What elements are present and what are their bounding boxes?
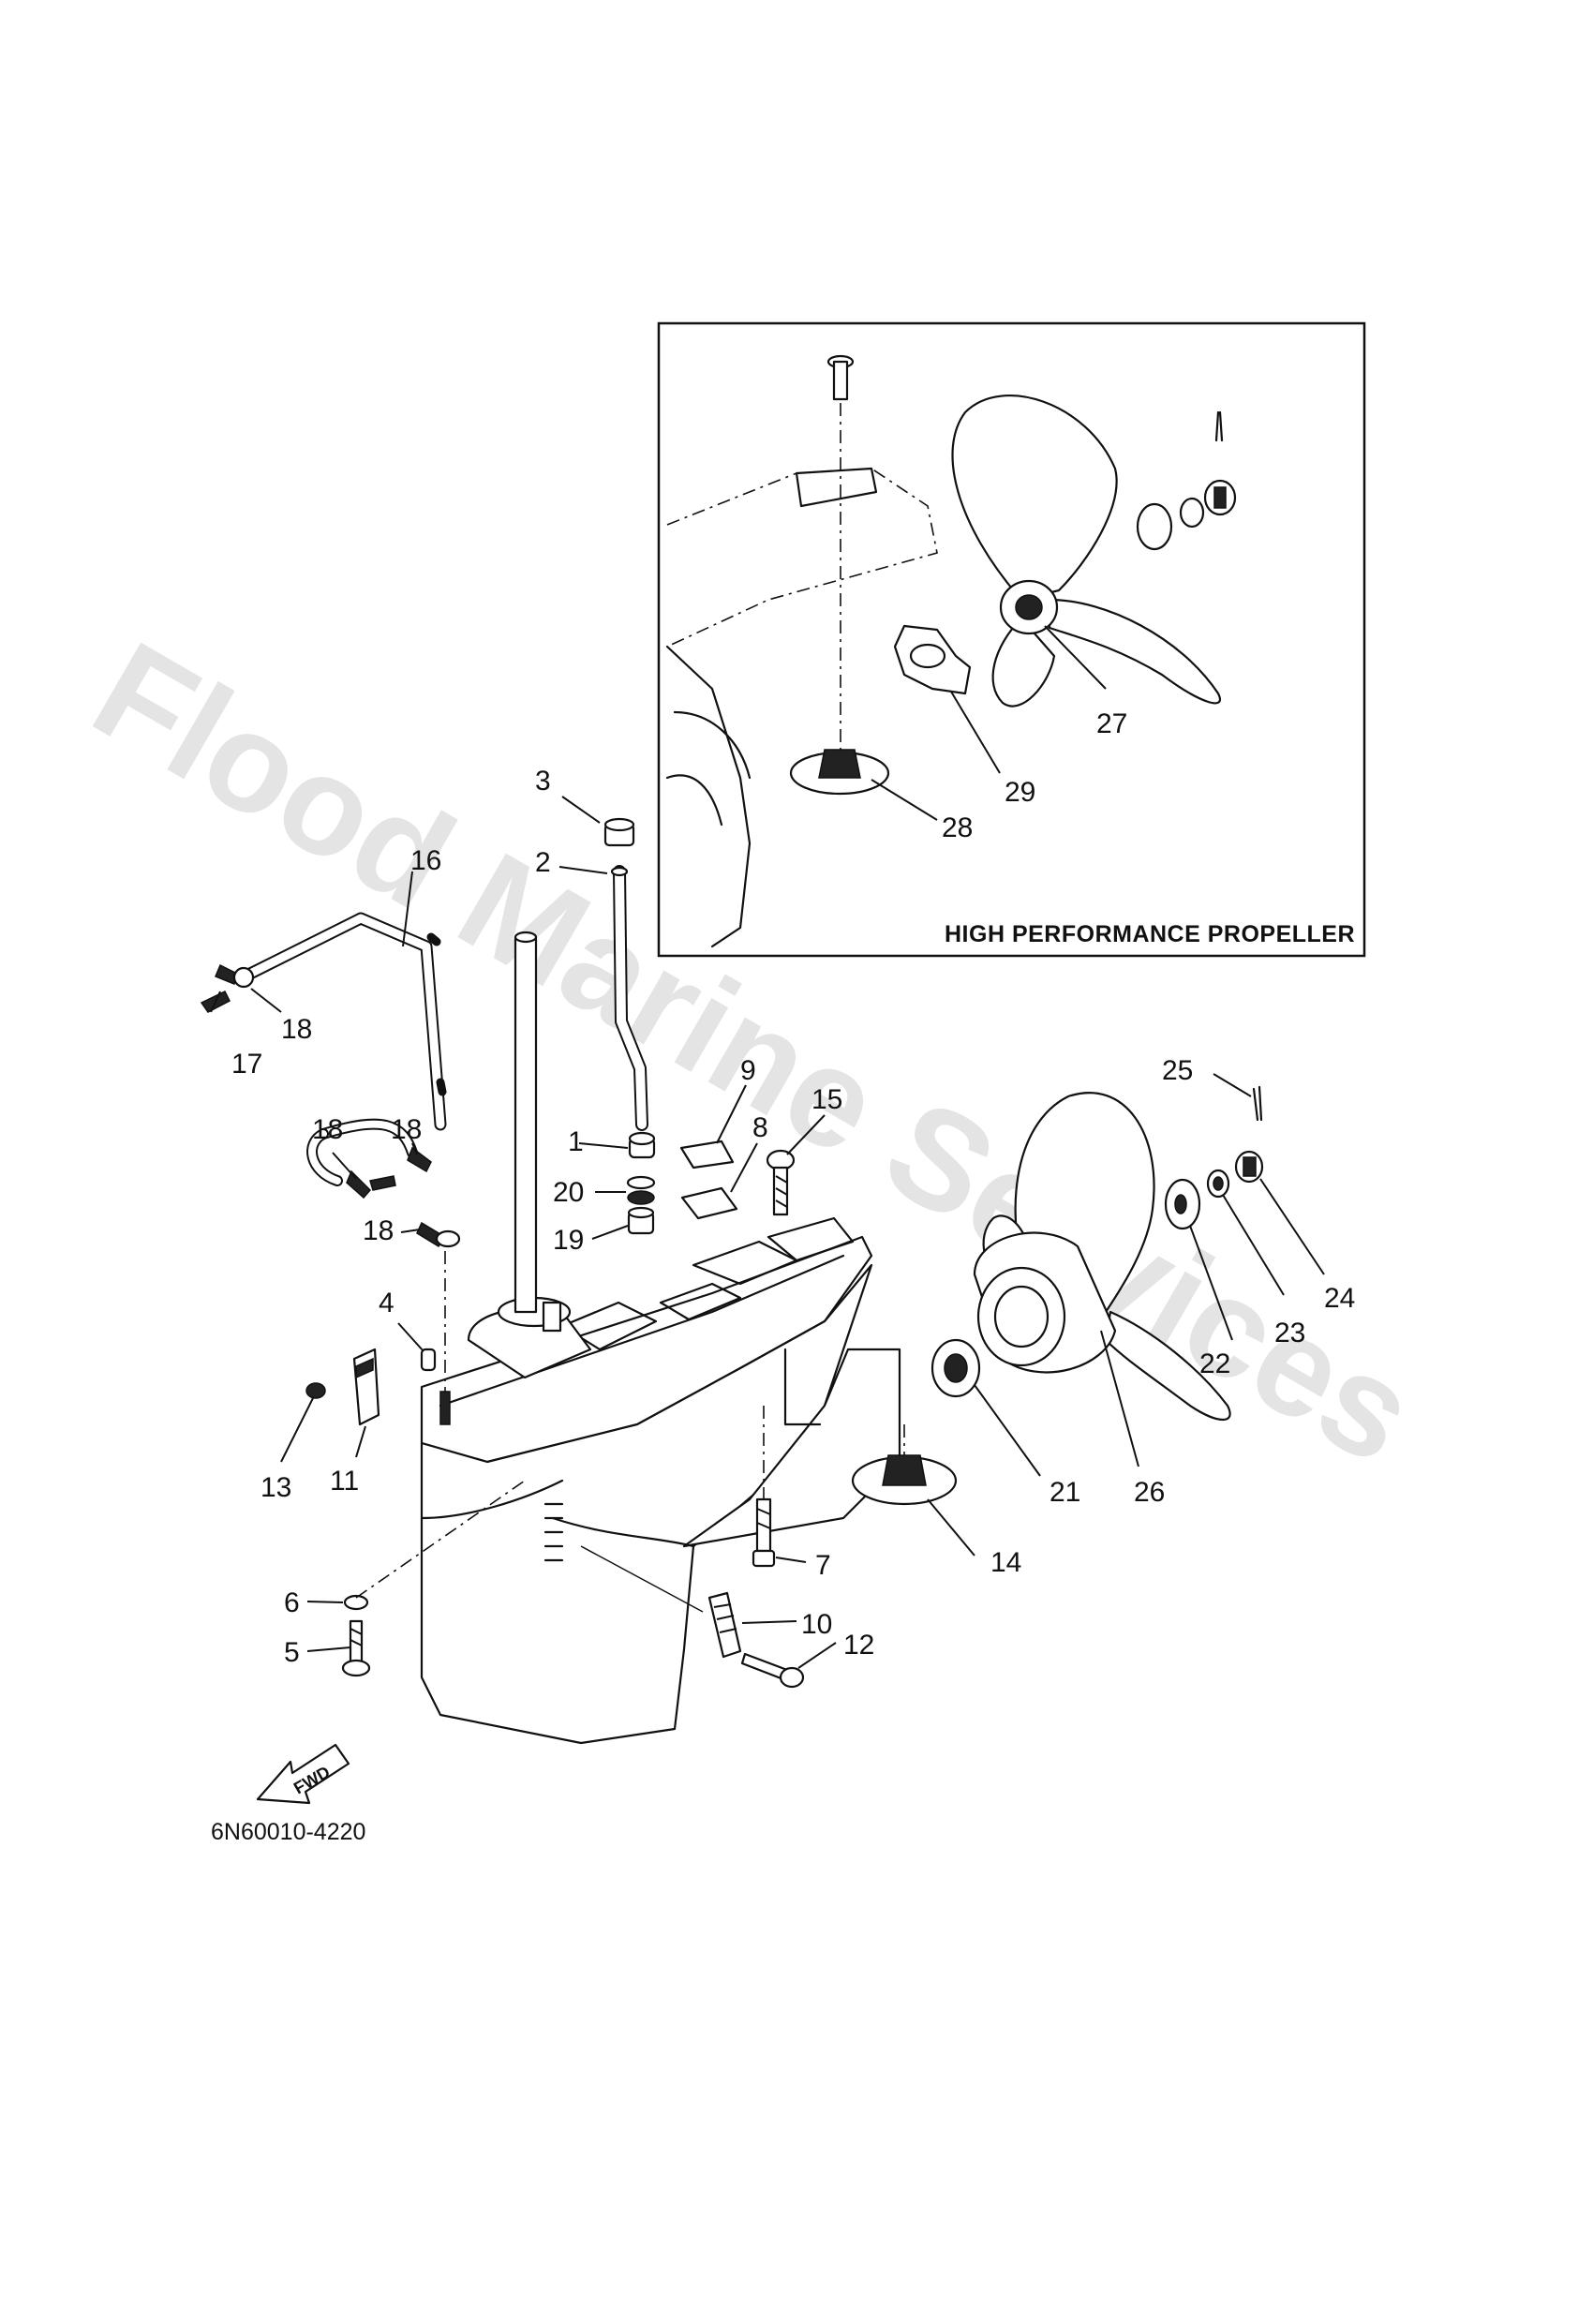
inset-gearcase-outline bbox=[666, 468, 938, 648]
rubber-8 bbox=[680, 1186, 738, 1220]
bolt-5 bbox=[341, 1619, 371, 1677]
callout-11: 11 bbox=[330, 1466, 359, 1497]
lower-unit-gearcase bbox=[420, 931, 901, 1745]
inset-housing-line bbox=[665, 774, 723, 827]
callout-9: 9 bbox=[740, 1055, 756, 1086]
leader-lines bbox=[210, 625, 1325, 1669]
inset-prop-hardware bbox=[1136, 410, 1237, 551]
callout-8: 8 bbox=[752, 1112, 768, 1143]
callout-29: 29 bbox=[1005, 777, 1035, 808]
inset-hub-adapter bbox=[893, 624, 972, 695]
fasteners-anodes bbox=[305, 1348, 958, 1689]
propeller-bore-inner bbox=[993, 1285, 1050, 1348]
callout-10: 10 bbox=[801, 1609, 832, 1640]
callout-20: 20 bbox=[553, 1177, 584, 1208]
callout-5: 5 bbox=[284, 1637, 300, 1668]
callout-18-bottom: 18 bbox=[363, 1215, 394, 1246]
plate-pockets-2 bbox=[692, 1216, 855, 1286]
anode-10 bbox=[580, 1545, 742, 1659]
callout-22: 22 bbox=[1199, 1348, 1230, 1379]
water-intake-grille bbox=[543, 1502, 564, 1562]
callout-26: 26 bbox=[1134, 1477, 1165, 1508]
main-propeller-assembly bbox=[930, 1085, 1264, 1421]
nut-13 bbox=[305, 1382, 326, 1399]
callout-15: 15 bbox=[811, 1084, 842, 1115]
callout-13: 13 bbox=[261, 1472, 291, 1503]
callout-16: 16 bbox=[410, 845, 441, 876]
rubber-9 bbox=[679, 1140, 735, 1169]
callout-18-left: 18 bbox=[312, 1114, 343, 1145]
torpedo-step bbox=[783, 1348, 822, 1426]
callout-14: 14 bbox=[990, 1547, 1021, 1578]
inset-cavitation-plate bbox=[795, 467, 878, 508]
callout-6: 6 bbox=[284, 1587, 300, 1618]
callout-19: 19 bbox=[553, 1225, 584, 1256]
bolt-7 bbox=[752, 1406, 776, 1568]
callout-17: 17 bbox=[231, 1049, 262, 1080]
callout-2: 2 bbox=[535, 847, 551, 878]
body-line-2 bbox=[551, 1516, 695, 1548]
body-line-1 bbox=[420, 1479, 564, 1520]
bolt-15 bbox=[766, 1149, 796, 1216]
water-tube-assembly bbox=[420, 817, 796, 1372]
drive-shaft bbox=[514, 935, 538, 1314]
callout-18-top: 18 bbox=[281, 1014, 312, 1045]
inset-skeg-line bbox=[665, 645, 752, 948]
washer-6 bbox=[343, 1594, 369, 1611]
callout-28: 28 bbox=[942, 812, 973, 843]
callout-25: 25 bbox=[1162, 1055, 1193, 1086]
cotter-pin-25 bbox=[1252, 1085, 1263, 1122]
inset-trim-tab-anode bbox=[789, 749, 890, 796]
inset-frame bbox=[657, 321, 1366, 958]
callout-labels: 3 2 16 18 17 18 18 18 1 20 19 9 8 15 4 1… bbox=[231, 708, 1355, 1668]
seal-20 bbox=[626, 1175, 656, 1190]
inset-propeller bbox=[951, 394, 1221, 708]
bolt-12 bbox=[740, 1652, 805, 1689]
callout-7: 7 bbox=[815, 1550, 831, 1581]
callout-23: 23 bbox=[1274, 1318, 1305, 1348]
callout-18-right: 18 bbox=[391, 1114, 422, 1145]
inset-torpedo-line bbox=[673, 710, 752, 780]
inset-bolt bbox=[826, 354, 855, 754]
inset-high-performance-propeller: HIGH PERFORMANCE PROPELLER bbox=[657, 321, 1366, 958]
anode-11 bbox=[352, 1348, 380, 1426]
callout-27: 27 bbox=[1096, 708, 1127, 739]
torpedo-nose bbox=[682, 1348, 901, 1548]
callout-12: 12 bbox=[843, 1630, 874, 1661]
inset-caption: HIGH PERFORMANCE PROPELLER bbox=[945, 921, 1355, 947]
fwd-arrow: FWD bbox=[256, 1743, 350, 1805]
trim-tab-14 bbox=[851, 1424, 958, 1506]
drawing-code: 6N60010-4220 bbox=[211, 1819, 365, 1845]
callout-24: 24 bbox=[1324, 1283, 1355, 1314]
propeller-blade-right bbox=[1104, 1310, 1231, 1421]
dowel-4 bbox=[420, 1348, 437, 1372]
callout-3: 3 bbox=[535, 766, 551, 797]
callout-21: 21 bbox=[1050, 1477, 1080, 1508]
callout-4: 4 bbox=[379, 1288, 394, 1318]
callout-1: 1 bbox=[568, 1126, 584, 1157]
plate-pockets bbox=[560, 1282, 742, 1351]
